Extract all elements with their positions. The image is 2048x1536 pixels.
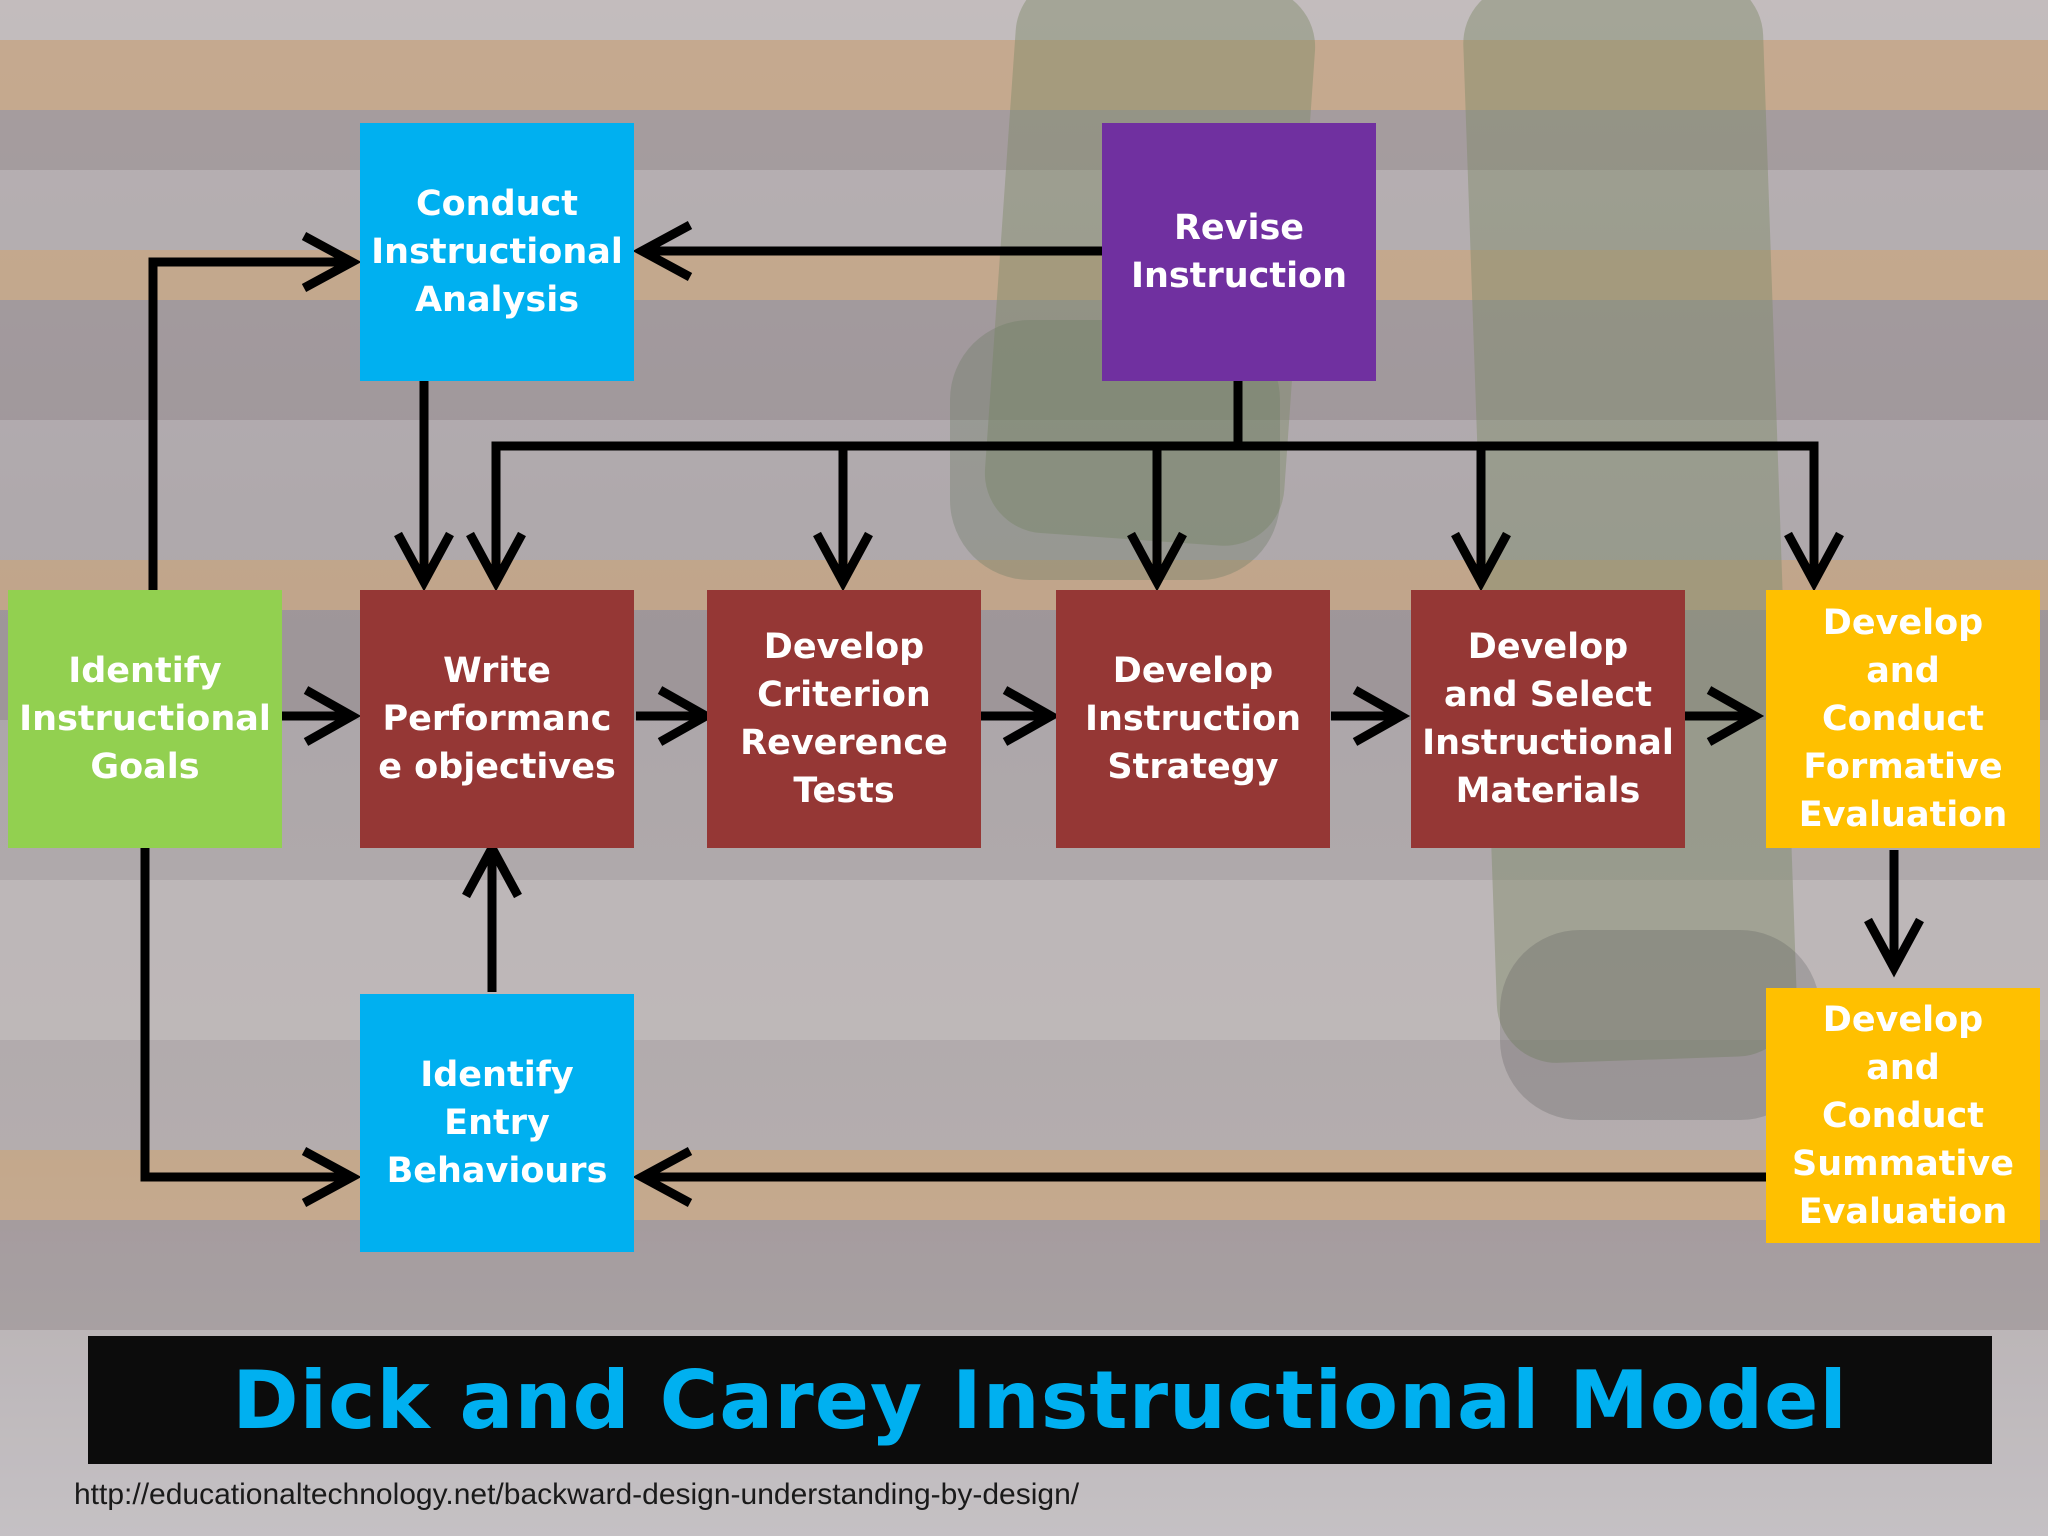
formative-evaluation-box: Develop and Conduct Formative Evaluation xyxy=(1766,590,2040,848)
arrowhead xyxy=(301,232,362,292)
arrowhead xyxy=(1002,686,1061,746)
write-performance-objectives-box: Write Performanc e objectives xyxy=(360,590,634,848)
stair-edge xyxy=(0,40,2048,110)
develop-criterion-tests-box: Develop Criterion Reverence Tests xyxy=(707,590,981,848)
stair-shadow xyxy=(0,300,2048,420)
arrowhead xyxy=(301,1147,362,1207)
conduct-instructional-analysis-box: Conduct Instructional Analysis xyxy=(360,123,634,381)
stair-shadow xyxy=(0,1220,2048,1330)
arrowhead xyxy=(1451,531,1511,592)
stair-edge xyxy=(0,560,2048,610)
arrowhead xyxy=(462,838,522,899)
arrowhead xyxy=(632,221,693,281)
identify-instructional-goals-box: Identify Instructional Goals xyxy=(8,590,282,848)
diagram-title: Dick and Carey Instructional Model xyxy=(232,1353,1848,1447)
arrowhead xyxy=(1706,686,1765,746)
goals-to-entry-arrow xyxy=(140,848,352,1182)
arrowhead xyxy=(657,686,716,746)
goals-to-analysis-arrow xyxy=(148,257,352,590)
arrowhead xyxy=(632,1147,693,1207)
stair-step xyxy=(0,880,2048,1040)
summative-evaluation-box: Develop and Conduct Summative Evaluation xyxy=(1766,988,2040,1243)
stair-step xyxy=(0,0,2048,40)
develop-select-materials-box: Develop and Select Instructional Materia… xyxy=(1411,590,1685,848)
arrowhead xyxy=(813,531,873,592)
arrowhead xyxy=(303,686,362,746)
arrowhead xyxy=(1352,686,1411,746)
arrowhead xyxy=(1784,531,1844,592)
stair-shadow xyxy=(0,110,2048,170)
title-banner: Dick and Carey Instructional Model xyxy=(88,1336,1992,1464)
arrowhead xyxy=(1127,531,1187,592)
revise-instruction-box: Revise Instruction xyxy=(1102,123,1376,381)
source-url-text: http://educationaltechnology.net/backwar… xyxy=(74,1478,1080,1511)
arrowhead xyxy=(466,531,526,592)
arrowhead xyxy=(1864,917,1924,978)
develop-instruction-strategy-box: Develop Instruction Strategy xyxy=(1056,590,1330,848)
identify-entry-behaviours-box: Identify Entry Behaviours xyxy=(360,994,634,1252)
arrowhead xyxy=(394,531,454,592)
